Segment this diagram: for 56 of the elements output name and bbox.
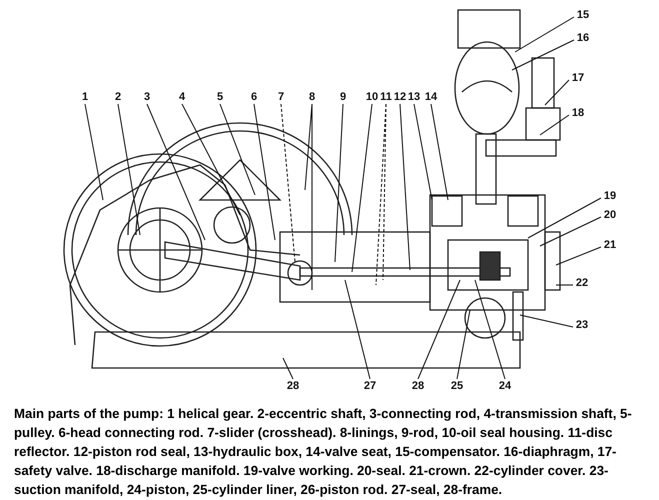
leader-line <box>556 246 602 266</box>
callout-number: 23 <box>576 319 588 331</box>
callout-number: 6 <box>250 91 258 103</box>
leader-line <box>254 104 276 240</box>
leader-line <box>84 104 104 200</box>
leader-line <box>182 104 240 216</box>
callout-number: 2 <box>114 91 122 103</box>
callout-number: 21 <box>604 239 616 251</box>
leader-line <box>528 198 602 238</box>
leader-line <box>280 104 296 262</box>
callout-number: 20 <box>604 209 616 221</box>
leader-line <box>556 284 574 286</box>
callout-number: 18 <box>572 107 584 119</box>
callout-number: 12 <box>394 91 406 103</box>
callout-number: 24 <box>498 380 512 392</box>
leader-line <box>520 314 574 328</box>
callout-number: 28 <box>286 380 300 392</box>
leader-line <box>400 104 410 270</box>
leader-line <box>352 104 372 272</box>
callout-number: 17 <box>572 72 584 84</box>
callout-number: 3 <box>144 91 150 103</box>
callout-number: 10 <box>366 91 378 103</box>
callout-number: 19 <box>604 190 616 202</box>
callout-number: 7 <box>278 91 284 103</box>
leader-line <box>334 104 344 262</box>
callout-number: 13 <box>408 91 420 103</box>
leader-line <box>282 358 294 380</box>
leader-line <box>418 280 460 380</box>
leader-line <box>540 216 602 246</box>
callout-number: 28 <box>412 380 424 392</box>
leader-line <box>430 104 448 200</box>
leader-line <box>414 104 432 200</box>
leader-line <box>118 104 140 236</box>
callout-number: 16 <box>576 32 590 44</box>
callout-number: 11 <box>380 91 392 103</box>
leader-line <box>544 80 570 106</box>
callout-number: 27 <box>364 380 376 392</box>
callout-number: 4 <box>178 91 186 103</box>
callout-number: 15 <box>576 9 590 21</box>
caption: Main parts of the pump: 1 helical gear. 2-eccentric shaft, 3-connecting rod, 4-transmission shaft, 5-pulley. 6-head connecting rod. 7-slider (crosshead). 8-linings, 9-rod, 10-oil seal housing. 11-disc reflector. 12-piston rod seal, 13-hydraulic box, 14-valve seat, 15-compensator. 16-diaphragm, 17-safety valve. 18-discharge manifold. 19-valve working. 20-seal. 21-crown. 22-cylinder cover. 23-suction manifold, 24-piston, 25-cylinder liner, 26-piston rod. 27-seal, 28-frame. <box>14 405 633 499</box>
leader-line <box>382 104 386 280</box>
callout-number: 25 <box>450 380 464 392</box>
callout-number: 8 <box>308 91 316 103</box>
leader-line <box>514 16 574 52</box>
leader-line <box>456 310 470 380</box>
callout-number: 22 <box>576 277 588 289</box>
callout-number: 5 <box>216 91 224 103</box>
leader-line <box>146 104 206 240</box>
leader-line <box>344 280 370 380</box>
callout-number: 14 <box>424 91 438 103</box>
leader-line <box>220 104 256 196</box>
callout-number: 1 <box>82 91 88 103</box>
callout-number: 9 <box>340 91 346 103</box>
leader-line <box>540 114 570 136</box>
leader-line <box>474 280 506 380</box>
leader-line <box>512 40 574 70</box>
